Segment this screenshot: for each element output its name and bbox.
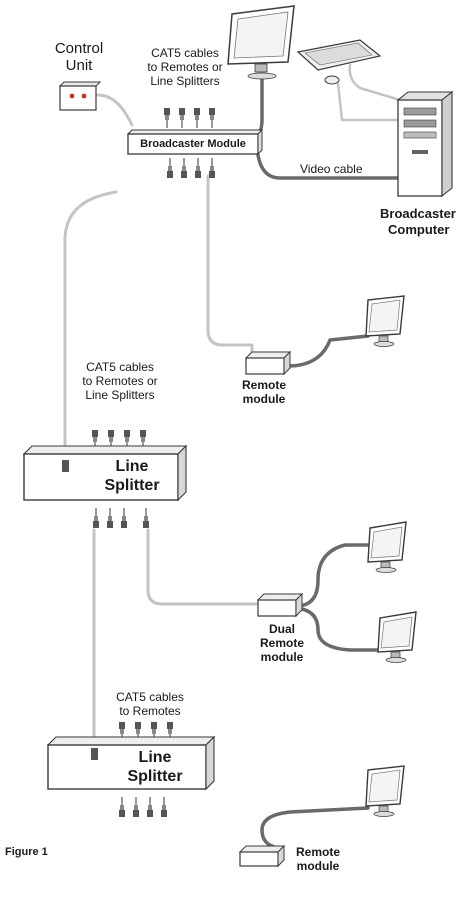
- line-splitter-2-label-line: Splitter: [127, 768, 183, 785]
- mouse-cable: [336, 82, 400, 122]
- remote-module-2-label-line: module: [296, 859, 340, 873]
- broadcaster-module-box: [126, 128, 264, 156]
- cat5-mid-label: CAT5 cables to Remotes or Line Splitters: [60, 360, 180, 402]
- dual-remote-cable: [146, 528, 260, 606]
- splitter-1-feed-cable: [63, 190, 118, 462]
- remote-2-monitor-cable: [260, 806, 370, 850]
- cat5-mid-label-line: CAT5 cables: [86, 360, 154, 374]
- dual-remote-module-label-line: Dual: [268, 622, 295, 636]
- monitor-icon: [227, 5, 295, 80]
- cat5-bottom-label-line: CAT5 cables: [116, 690, 184, 704]
- cat5-mid-label-line: Line Splitters: [85, 388, 155, 402]
- remote-module-1-box: [244, 350, 292, 376]
- line-splitter-2-box: [46, 735, 216, 791]
- cat5-top-label-line: to Remotes or: [147, 60, 223, 74]
- computer-tower-icon: [396, 90, 454, 198]
- dual-remote-module-box: [256, 592, 304, 618]
- monitor-icon: [367, 521, 407, 573]
- broadcaster-module-label: Broadcaster Module: [140, 138, 246, 150]
- remote-module-1-label: Remote module: [234, 378, 294, 406]
- remote-module-2-label-line: Remote: [295, 845, 340, 859]
- line-splitter-2-label: Line Splitter: [118, 748, 192, 786]
- video-cable-label: Video cable: [300, 162, 363, 176]
- dual-remote-module-label-line: Remote: [259, 636, 304, 650]
- cat5-bottom-label: CAT5 cables to Remotes: [100, 690, 200, 718]
- cat5-top-label-line: Line Splitters: [150, 74, 220, 88]
- line-splitter-1-label-line: Splitter: [104, 477, 160, 494]
- line-splitter-1-box: [22, 444, 188, 502]
- line-splitter-1-label-line: Line: [115, 458, 149, 475]
- cat5-mid-label-line: to Remotes or: [82, 374, 158, 388]
- broadcaster-computer-label-line: Computer: [388, 222, 450, 237]
- cat5-top-label: CAT5 cables to Remotes or Line Splitters: [130, 46, 240, 88]
- line-splitter-1-label: Line Splitter: [100, 457, 164, 495]
- broadcaster-computer-label-line: Broadcaster: [380, 206, 456, 221]
- control-unit-icon: [58, 81, 102, 111]
- remote-module-2-box: [238, 844, 286, 868]
- remote-module-2-label: Remote module: [286, 845, 350, 873]
- mouse-icon: [324, 75, 340, 85]
- control-unit-label-line: Control: [54, 40, 104, 57]
- dual-top-monitor-cable: [294, 543, 372, 608]
- monitor-icon: [377, 611, 417, 663]
- remote-module-1-label-line: module: [242, 392, 286, 406]
- control-unit-label: Control Unit: [44, 40, 114, 74]
- dual-remote-module-label-line: module: [260, 650, 304, 664]
- keyboard-icon: [296, 39, 382, 71]
- keyboard-cable: [348, 63, 402, 102]
- monitor-icon: [365, 765, 405, 817]
- remote-1-monitor-cable: [286, 334, 370, 368]
- cat5-connectors-splitter-2-out: [118, 796, 168, 818]
- cables-light: [63, 63, 402, 747]
- broadcaster-computer-label: Broadcaster Computer: [380, 206, 474, 238]
- cat5-bottom-label-line: to Remotes: [119, 704, 181, 718]
- cat5-connectors-splitter-1-out: [92, 507, 150, 529]
- control-unit-label-line: Unit: [65, 57, 93, 74]
- remote-module-1-cable: [206, 174, 254, 360]
- control-unit-cable: [96, 93, 134, 127]
- video-cable-line: [256, 153, 400, 180]
- monitor-to-module-cable: [256, 73, 264, 136]
- line-splitter-2-label-line: Line: [138, 749, 172, 766]
- monitor-icon: [365, 295, 405, 347]
- cables-dark: [256, 73, 400, 850]
- figure-caption: Figure 1: [5, 846, 48, 858]
- remote-module-1-label-line: Remote: [241, 378, 286, 392]
- cat5-top-label-line: CAT5 cables: [151, 46, 219, 60]
- dual-remote-module-label: Dual Remote module: [250, 622, 314, 664]
- cat5-connectors-top: [163, 107, 216, 129]
- dual-bottom-monitor-cable: [294, 606, 382, 652]
